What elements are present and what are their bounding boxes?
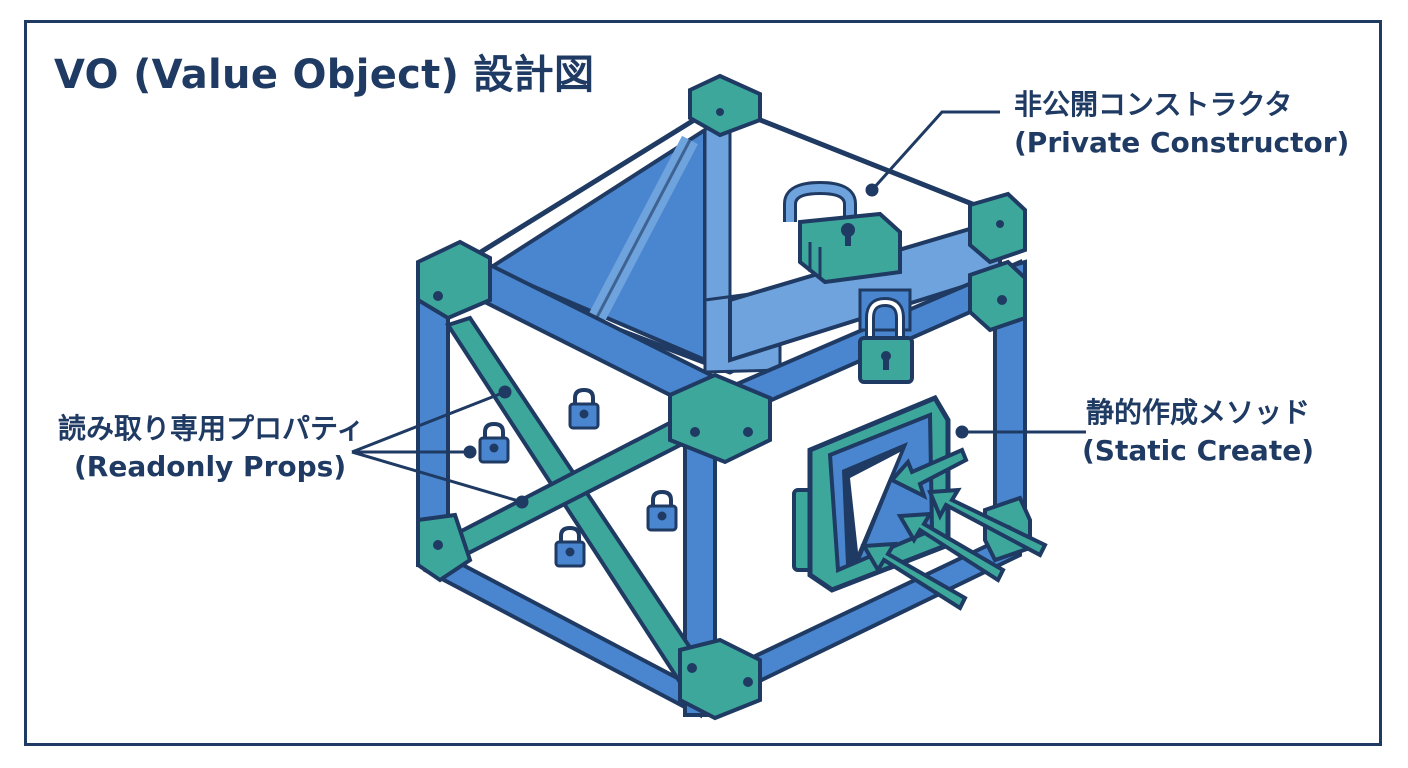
arrow-icon-2: [927, 487, 1048, 558]
corner-bracket-mid-right: [968, 259, 1027, 333]
diagram-title: VO (Value Object) 設計図: [54, 52, 595, 98]
leader-line-readonly-3: [351, 450, 523, 504]
padlock-icon-small-1: [568, 387, 600, 430]
callout-static-create-en: (Static Create): [1082, 434, 1314, 467]
corner-bracket-bottom-front: [678, 637, 762, 721]
padlock-icon-small-2: [478, 421, 510, 464]
leader-line-private-constructor: [870, 110, 1000, 192]
corner-bracket-bottom-left: [416, 512, 473, 583]
callout-readonly-props-en: (Readonly Props): [74, 450, 347, 483]
corner-bracket-top-left: [416, 239, 492, 321]
callout-private-constructor: 非公開コンストラクタ (Private Constructor): [1014, 86, 1349, 162]
corner-bracket-top-right: [968, 191, 1027, 265]
padlock-icon-small-3: [646, 489, 678, 532]
arrow-icon-3: [896, 511, 1006, 583]
corner-bracket-front: [668, 372, 772, 465]
padlock-icon-top: [783, 180, 902, 285]
callout-readonly-props: 読み取り専用プロパティ (Readonly Props): [58, 410, 364, 486]
corner-bracket-top-back: [688, 73, 762, 138]
arrow-icon-1: [888, 447, 969, 500]
callout-static-create-ja: 静的作成メソッド: [1085, 396, 1310, 429]
padlock-icon-small-4: [554, 525, 586, 568]
padlock-icon-hasp: [858, 288, 914, 384]
static-create-door-icon: [792, 394, 951, 593]
leader-line-readonly-1: [351, 390, 506, 454]
callout-readonly-props-ja: 読み取り専用プロパティ: [58, 412, 365, 445]
callout-private-constructor-ja: 非公開コンストラクタ: [1014, 88, 1293, 121]
callout-static-create: 静的作成メソッド (Static Create): [1082, 394, 1314, 470]
callout-private-constructor-en: (Private Constructor): [1014, 126, 1350, 159]
arrow-icon-group: [860, 447, 1048, 611]
arrow-icon-4: [860, 541, 968, 611]
